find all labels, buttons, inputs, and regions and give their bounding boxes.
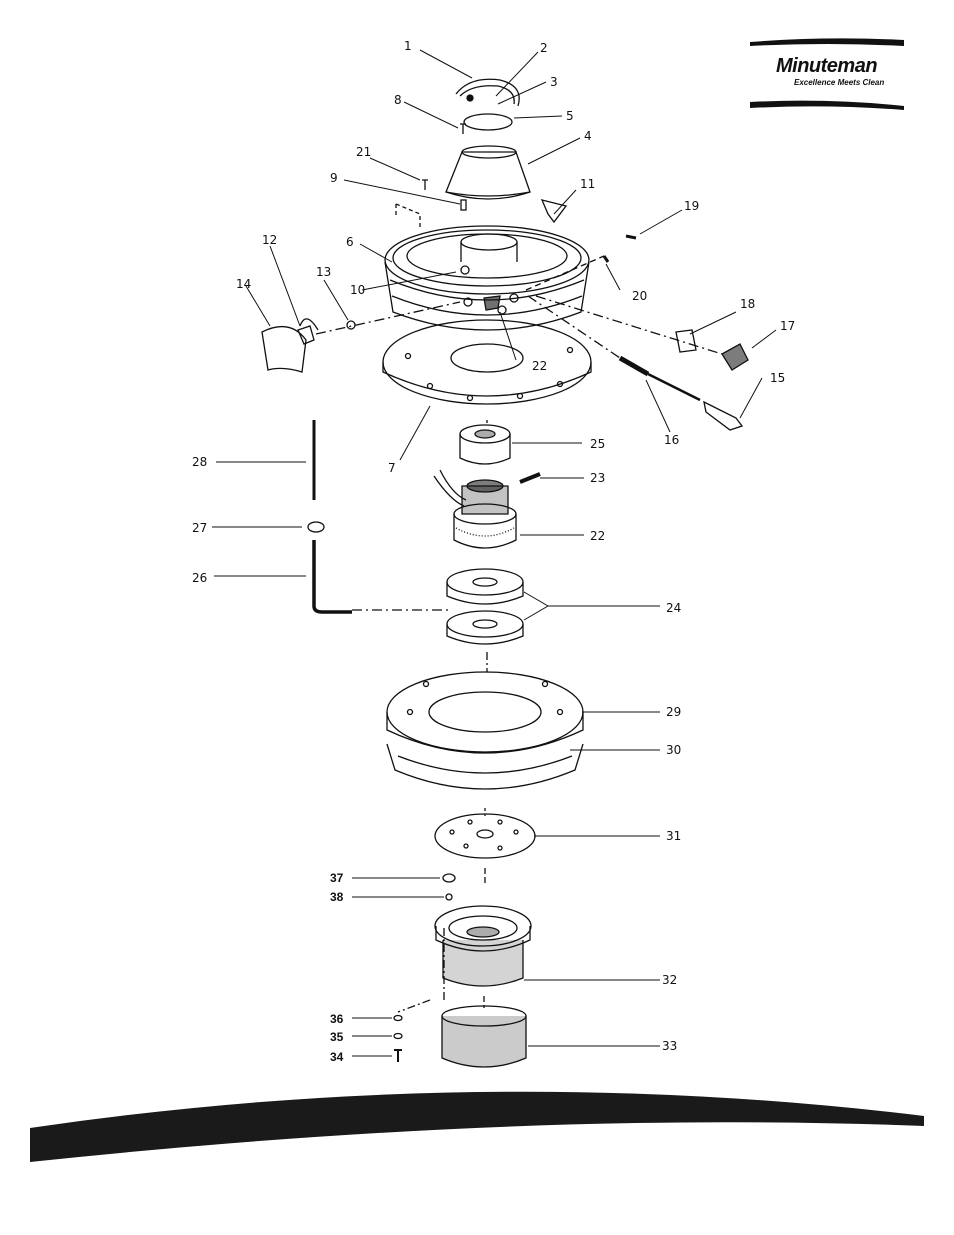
part-top-housing [384, 225, 590, 331]
part-pin [460, 199, 467, 211]
callout-19: 19 [684, 199, 699, 213]
part-gasket-lower [446, 610, 524, 645]
part-diffuser-plate [434, 813, 536, 859]
brand-logo: Minuteman Excellence Meets Clean [748, 36, 904, 112]
part-screw-21 [422, 179, 428, 190]
part-plug-15 [703, 400, 744, 431]
callout-36: 36 [330, 1012, 344, 1026]
part-strain-relief-16 [618, 355, 650, 377]
callout-5: 5 [566, 109, 574, 123]
part-screw-34 [394, 1049, 402, 1062]
callout-22-motor: 22 [590, 529, 605, 543]
part-filter-basket [434, 905, 532, 987]
part-foam-ring [459, 424, 511, 465]
part-filter-sleeve [441, 1005, 527, 1068]
part-cord [647, 372, 701, 402]
leader-20 [525, 255, 605, 291]
callout-21: 21 [356, 145, 371, 159]
part-switch-plate-18 [675, 329, 697, 353]
part-nut-38 [445, 893, 453, 901]
callout-33: 33 [662, 1039, 677, 1053]
part-flange-plate [382, 319, 592, 405]
brand-name: Minuteman [776, 55, 878, 77]
leader-16 [527, 295, 621, 359]
part-cone-cap [445, 145, 531, 200]
callout-6: 6 [346, 235, 354, 249]
callout-20: 20 [632, 289, 647, 303]
callout-16: 16 [664, 433, 679, 447]
callout-3: 3 [550, 75, 558, 89]
callout-labels: 1 2 3 4 5 6 7 8 9 10 11 12 13 14 15 16 1… [192, 39, 795, 1064]
part-lower-housing [386, 671, 584, 790]
callout-30: 30 [666, 743, 681, 757]
part-motor [433, 469, 517, 549]
callout-31: 31 [666, 829, 681, 843]
footer-swoosh-band [30, 1091, 924, 1162]
leader-17 [535, 295, 723, 355]
part-rod-26 [312, 540, 352, 614]
part-screw-19 [625, 234, 637, 240]
callout-leaders [212, 49, 777, 1057]
callout-1: 1 [404, 39, 412, 53]
callout-37: 37 [330, 871, 344, 885]
part-switch-17 [721, 343, 749, 371]
callout-4: 4 [584, 129, 592, 143]
callout-18: 18 [740, 297, 755, 311]
callout-28: 28 [192, 455, 207, 469]
leader-36 [397, 928, 445, 1013]
part-grommet-27 [307, 521, 325, 533]
callout-27: 27 [192, 521, 207, 535]
part-brush-23 [519, 472, 541, 484]
leader-21 [395, 203, 421, 230]
callout-32: 32 [662, 973, 677, 987]
callout-25: 25 [590, 437, 605, 451]
part-washer-13 [346, 320, 356, 330]
callout-23: 23 [590, 471, 605, 485]
callout-17: 17 [780, 319, 795, 333]
part-washer-35 [393, 1032, 403, 1040]
callout-15: 15 [770, 371, 785, 385]
callout-26: 26 [192, 571, 207, 585]
callout-11: 11 [580, 177, 595, 191]
part-nut-20 [602, 255, 610, 263]
part-washer-37 [442, 873, 456, 883]
callout-14: 14 [236, 277, 251, 291]
part-cover-14 [261, 325, 307, 373]
callout-12: 12 [262, 233, 277, 247]
leader-13 [315, 301, 461, 335]
callout-9: 9 [330, 171, 338, 185]
brand-tagline: Excellence Meets Clean [794, 78, 885, 87]
callout-2: 2 [540, 41, 548, 55]
part-screw-top [460, 123, 466, 134]
callout-29: 29 [666, 705, 681, 719]
part-disc [463, 113, 513, 131]
part-washer-36 [393, 1014, 403, 1022]
callout-38: 38 [330, 890, 344, 904]
part-gasket-upper [446, 568, 524, 605]
callout-8: 8 [394, 93, 402, 107]
callout-24: 24 [666, 601, 681, 615]
part-label-plate [540, 199, 568, 224]
callout-34: 34 [330, 1050, 344, 1064]
logo-swoosh-graphic [750, 38, 904, 110]
callout-22-top: 22 [532, 359, 547, 373]
callout-13: 13 [316, 265, 331, 279]
part-wire-12 [299, 318, 319, 331]
callout-10: 10 [350, 283, 365, 297]
part-connector-12 [297, 325, 315, 345]
callout-7: 7 [388, 461, 396, 475]
part-clip-ring [455, 78, 520, 107]
callout-35: 35 [330, 1030, 344, 1044]
